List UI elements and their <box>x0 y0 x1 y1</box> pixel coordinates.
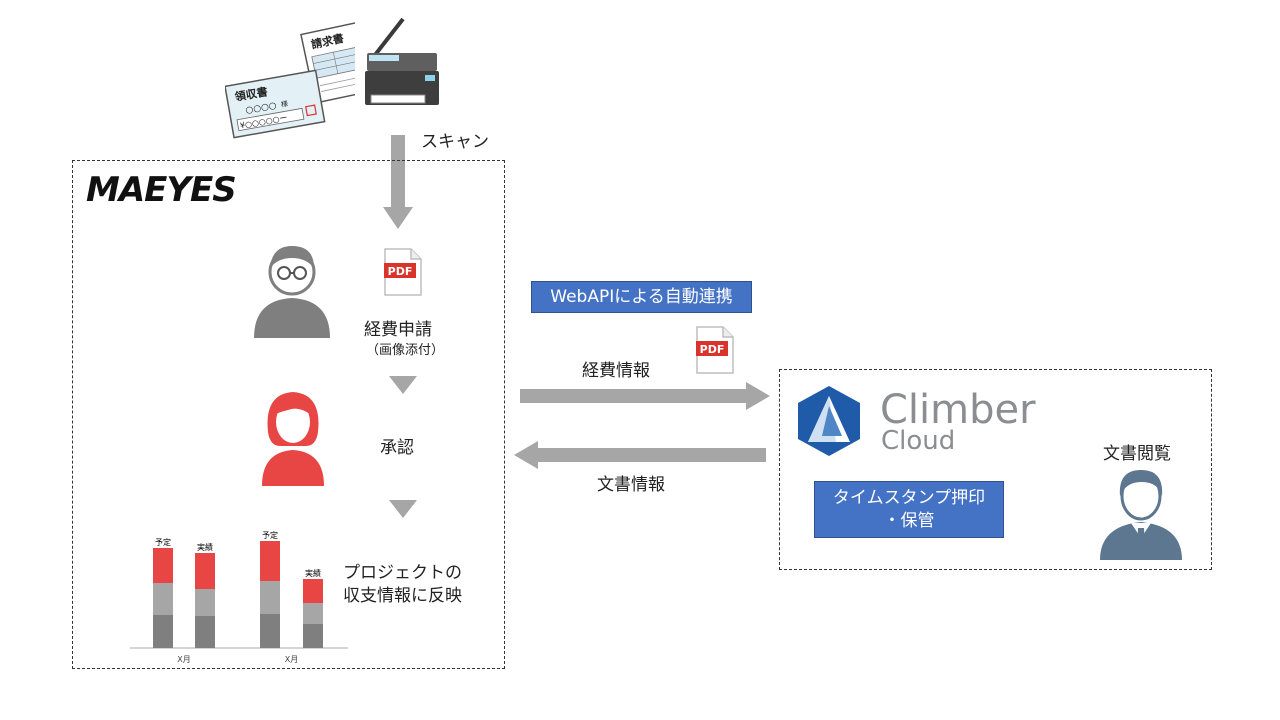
expense-request-sublabel: （画像添付） <box>366 343 445 358</box>
document-info-left-arrow <box>514 441 766 469</box>
maeyes-logo: MAEYES <box>86 170 237 210</box>
receipt-honorific: 様 <box>280 99 288 109</box>
chart-bar-segment <box>303 603 323 624</box>
reflect-label: プロジェクトの 収支情報に反映 <box>343 562 462 608</box>
chart-bar-segment <box>153 615 173 648</box>
chart-bar-segment <box>303 624 323 648</box>
maeyes-system-box <box>72 160 505 669</box>
chart-bar-segment <box>303 579 323 603</box>
invoice-title: 請求書 <box>310 31 345 52</box>
chart-bar-segment <box>260 581 280 614</box>
timestamp-label-line2: ・保管 <box>883 510 935 531</box>
flow-arrow-1 <box>389 376 417 394</box>
receipt-sheet: 領収書 ○○○○ 様 ¥○○○○○ー <box>225 69 326 139</box>
pdf-badge: PDF <box>388 265 413 278</box>
scan-label: スキャン <box>421 132 489 152</box>
chart-bar-segment <box>260 541 280 581</box>
chart-category-label: X月 <box>177 655 190 664</box>
chart-bar-segment <box>195 589 215 616</box>
chart-bar-label: 予定 <box>262 530 278 540</box>
climber-wordmark: Climber <box>880 387 1036 433</box>
chart-bar-segment <box>195 616 215 648</box>
scanner-icon <box>365 17 439 105</box>
chart-bar-segment <box>153 583 173 615</box>
chart-bar-segment <box>195 553 215 589</box>
cloud-wordmark: Cloud <box>881 426 956 456</box>
flow-arrow-2 <box>389 500 417 518</box>
scan-down-arrow <box>383 135 413 229</box>
document-view-label: 文書閲覧 <box>1103 444 1171 464</box>
climber-cloud-box <box>779 369 1212 570</box>
reflect-label-line2: 収支情報に反映 <box>343 585 462 606</box>
chart-bar-label: 実績 <box>305 568 321 578</box>
chart-bar-segment <box>153 548 173 583</box>
approval-label: 承認 <box>380 438 414 458</box>
expense-info-right-arrow <box>520 382 770 410</box>
timestamp-label-line1: タイムスタンプ押印 <box>832 487 986 508</box>
climber-logo-icon <box>798 386 860 456</box>
timestamp-label: タイムスタンプ押印 ・保管 <box>814 481 1004 538</box>
employee-person-icon <box>254 246 330 338</box>
viewer-person-icon <box>1100 470 1182 560</box>
chart-bar-segment <box>260 614 280 648</box>
pdf-file-icon-transfer: PDF <box>696 326 734 374</box>
approver-person-icon <box>262 392 324 486</box>
document-info-label: 文書情報 <box>597 475 665 495</box>
invoice-sheet: 請求書 <box>300 21 355 104</box>
chart-bar-label: 予定 <box>155 537 171 547</box>
webapi-label: WebAPIによる自動連携 <box>531 281 752 313</box>
pdf-file-icon: PDF <box>384 248 422 296</box>
chart-category-label: X月 <box>285 655 298 664</box>
seal-stamp <box>305 104 317 117</box>
paper-documents-illustration: 請求書 領収書 ○○○○ 様 ¥○○○○○ー <box>225 21 355 139</box>
expense-info-label: 経費情報 <box>582 361 650 381</box>
chart-bar-label: 実績 <box>197 542 213 552</box>
reflect-label-line1: プロジェクトの <box>343 563 462 583</box>
pdf-badge-transfer: PDF <box>700 343 725 356</box>
receipt-title: 領収書 <box>233 84 269 104</box>
expense-request-label: 経費申請 <box>364 320 432 340</box>
